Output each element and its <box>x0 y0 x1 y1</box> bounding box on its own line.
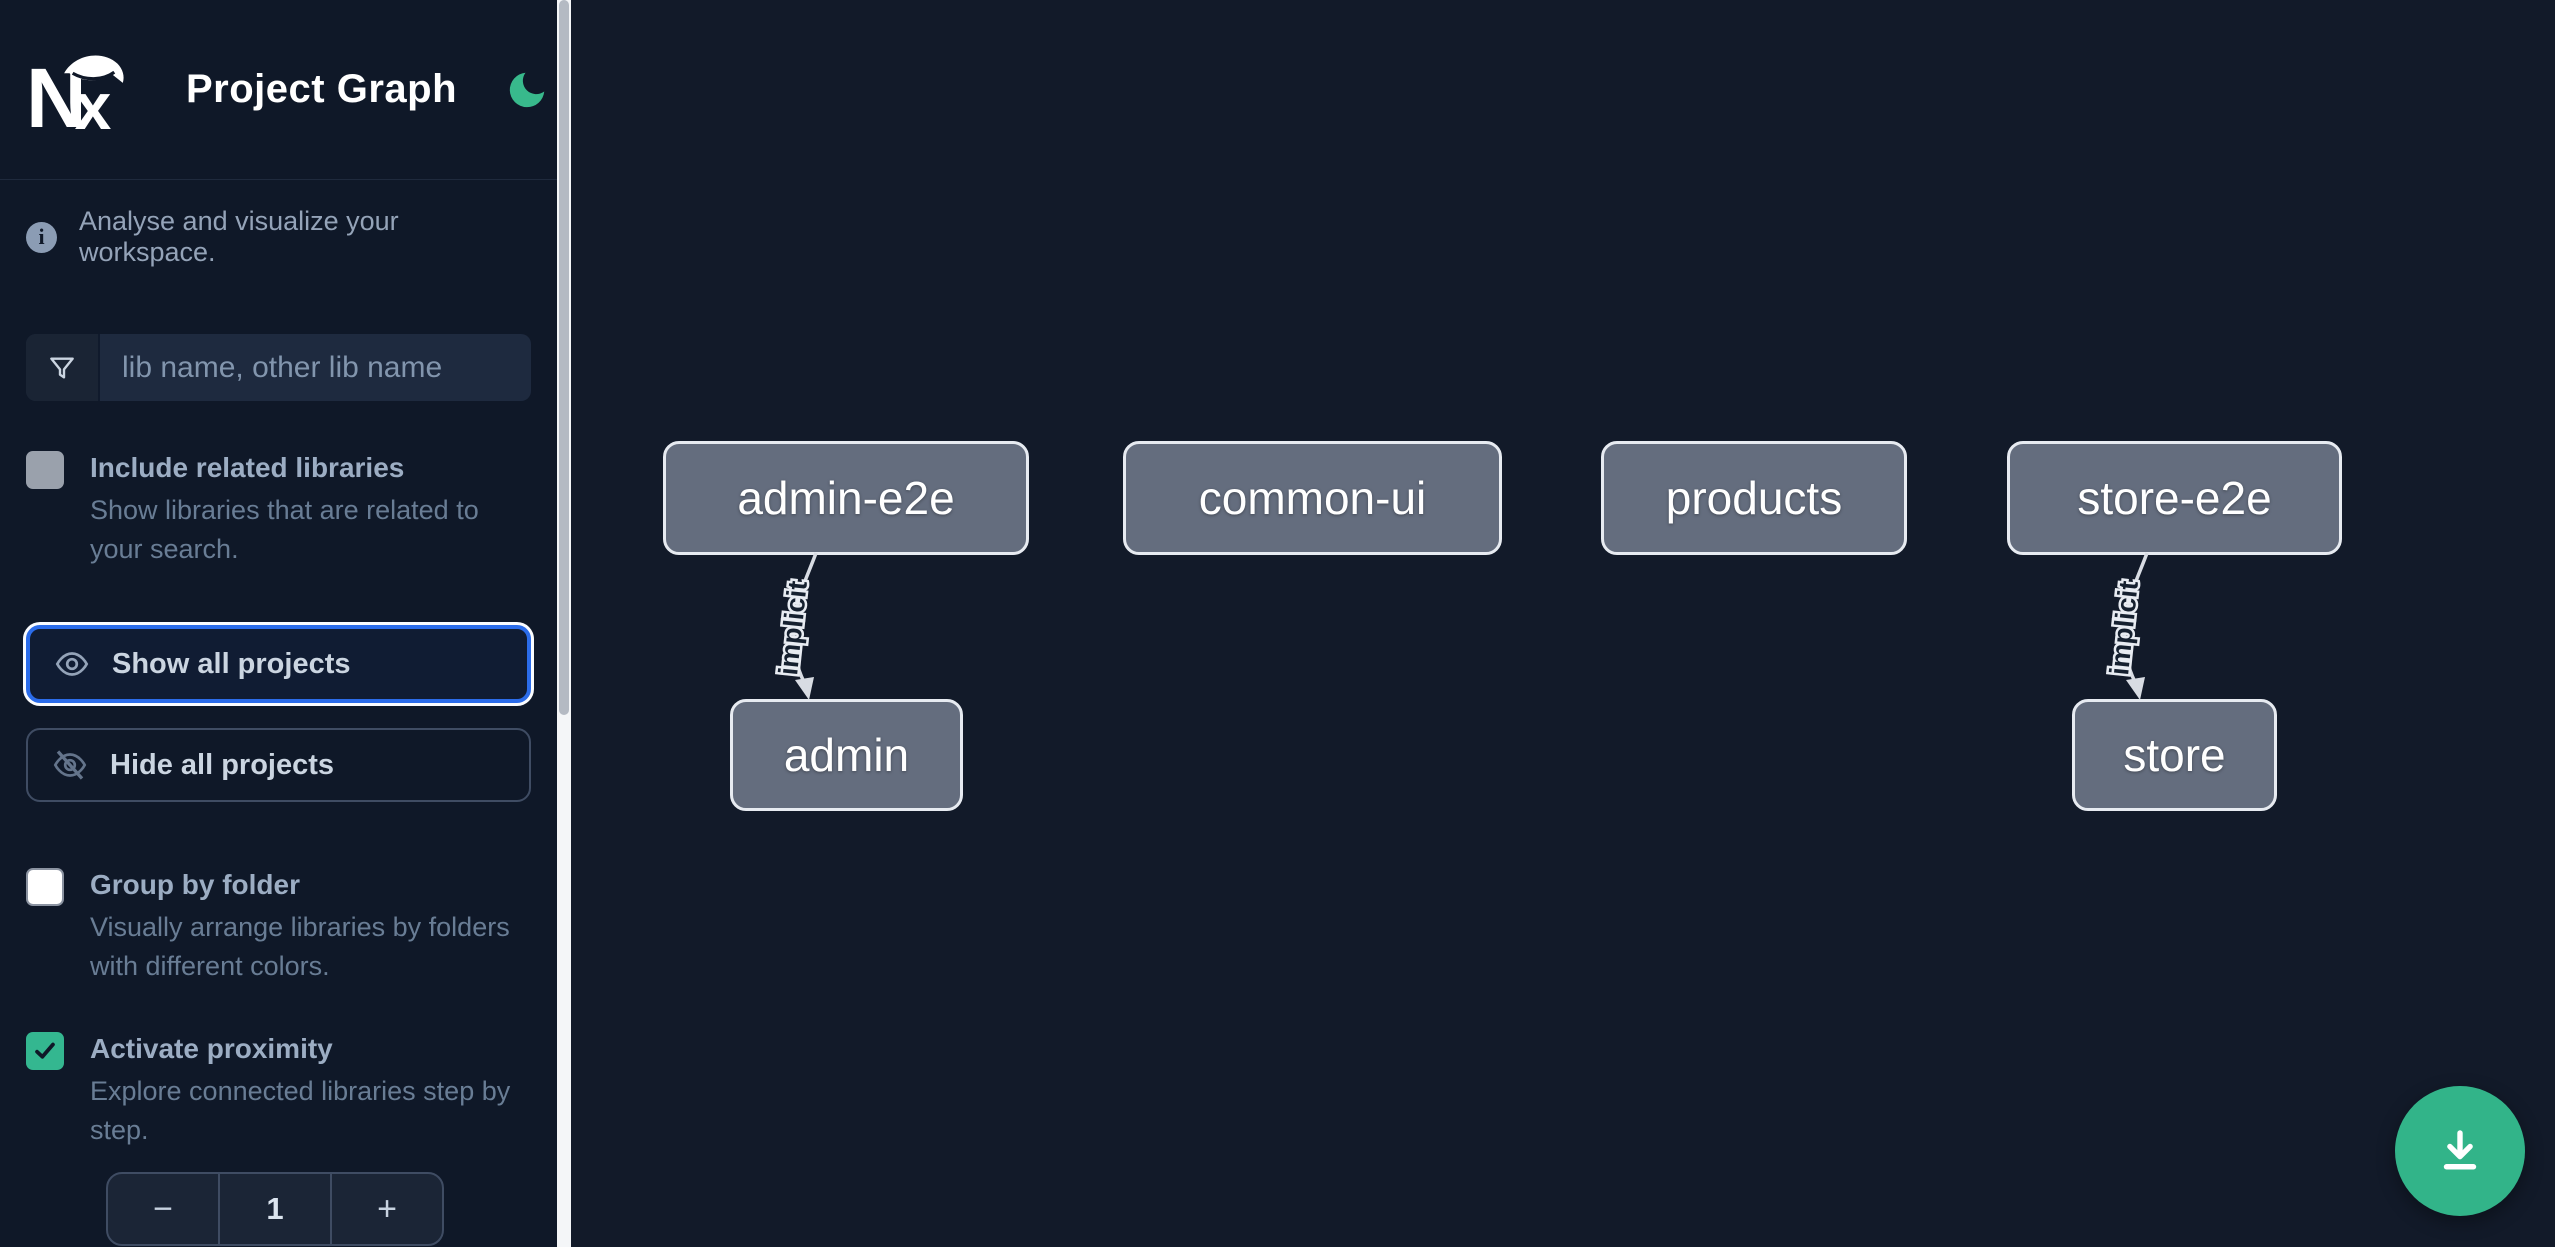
sidebar-body: i Analyse and visualize your workspace. … <box>0 180 557 1247</box>
group-by-folder-setting: Group by folder Visually arrange librari… <box>26 866 531 986</box>
check-icon <box>35 1042 55 1059</box>
edge-label-implicit[interactable]: implicit <box>771 577 816 679</box>
project-node-store[interactable]: store <box>2072 699 2277 811</box>
increment-button[interactable]: + <box>332 1174 442 1244</box>
sidebar-scrollbar-thumb[interactable] <box>559 0 569 715</box>
group-by-folder-checkbox[interactable] <box>26 868 64 906</box>
graph-canvas[interactable]: admin-e2e common-ui products store-e2e a… <box>571 0 2555 1247</box>
search-box <box>26 334 531 401</box>
hide-all-projects-button[interactable]: Hide all projects <box>26 728 531 802</box>
edge-label-implicit[interactable]: implicit <box>2102 577 2147 679</box>
show-all-projects-button[interactable]: Show all projects <box>26 625 531 703</box>
show-all-projects-label: Show all projects <box>112 647 351 680</box>
eye-off-icon <box>53 750 87 780</box>
proximity-depth-stepper: − 1 + <box>106 1172 444 1246</box>
moon-icon <box>509 72 545 107</box>
edge-store-e2e-store[interactable]: implicit <box>2102 552 2149 700</box>
page-title: Project Graph <box>186 67 458 111</box>
project-node-products[interactable]: products <box>1601 441 1907 555</box>
project-node-common-ui[interactable]: common-ui <box>1123 441 1502 555</box>
nx-logo-swoosh <box>64 55 124 83</box>
proximity-depth-value: 1 <box>218 1174 332 1244</box>
info-icon: i <box>26 221 57 253</box>
activate-proximity-label: Activate proximity <box>90 1033 333 1064</box>
download-image-button[interactable] <box>2395 1086 2525 1216</box>
include-related-description: Show libraries that are related to your … <box>90 495 479 564</box>
workspace-info: i Analyse and visualize your workspace. <box>26 206 531 268</box>
group-by-folder-label: Group by folder <box>90 869 300 900</box>
download-icon <box>2443 1130 2477 1170</box>
project-node-admin-e2e[interactable]: admin-e2e <box>663 441 1029 555</box>
activate-proximity-description: Explore connected libraries step by step… <box>90 1076 511 1145</box>
activate-proximity-setting: Activate proximity Explore connected lib… <box>26 1030 531 1150</box>
info-text: Analyse and visualize your workspace. <box>79 206 399 267</box>
edges-layer: implicit implicit <box>771 552 2149 700</box>
include-related-label: Include related libraries <box>90 452 405 483</box>
eye-icon <box>55 652 89 676</box>
activate-proximity-checkbox[interactable] <box>26 1032 64 1070</box>
hide-all-projects-label: Hide all projects <box>110 748 335 781</box>
search-input[interactable] <box>100 334 531 401</box>
theme-toggle-button[interactable] <box>501 64 553 116</box>
project-node-admin[interactable]: admin <box>730 699 963 811</box>
include-related-checkbox[interactable] <box>26 451 64 489</box>
project-node-store-e2e[interactable]: store-e2e <box>2007 441 2342 555</box>
edge-admin-e2e-admin[interactable]: implicit <box>771 552 818 700</box>
sidebar-scrollbar-track[interactable] <box>557 0 571 1247</box>
include-related-setting: Include related libraries Show libraries… <box>26 449 531 569</box>
group-by-folder-description: Visually arrange libraries by folders wi… <box>90 912 510 981</box>
funnel-icon <box>26 334 100 401</box>
decrement-button[interactable]: − <box>108 1174 218 1244</box>
